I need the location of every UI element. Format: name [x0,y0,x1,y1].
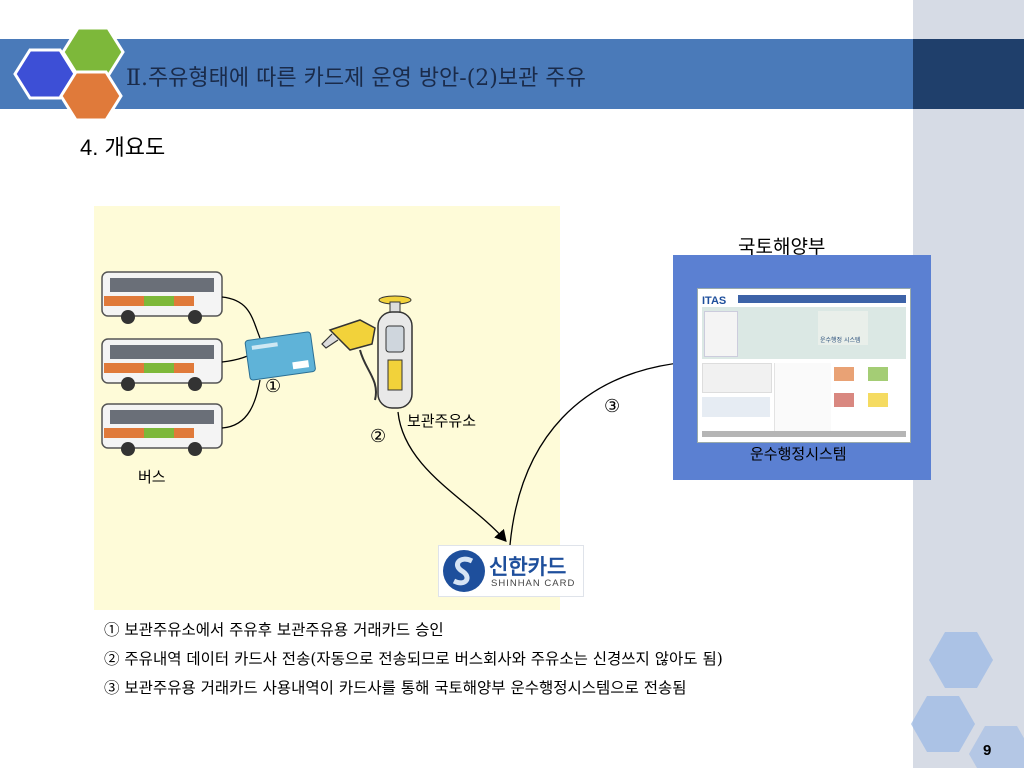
bus-icon [101,403,223,456]
shinhan-card-logo: 신한카드 SHINHAN CARD [438,545,584,597]
shinhan-logo-korean: 신한카드 [489,555,567,579]
itas-screenshot: ITAS 운수행정 시스템 [697,288,911,443]
hex-orange [59,70,123,122]
slide-title: Ⅱ.주유형태에 따른 카드제 운영 방안-(2)보관 주유 [126,66,586,91]
step-2-marker: ② [370,426,387,447]
fuel-pump-icon [377,295,413,409]
decorative-hexagons [911,632,1024,768]
shinhan-logo-english: SHINHAN CARD [491,578,576,589]
slide-subtitle: 4. 개요도 [80,135,166,160]
card-icon [244,331,316,381]
note-2: ② 주유내역 데이터 카드사 전송(자동으로 전송되므로 버스회사와 주유소는 … [104,650,723,668]
note-3: ③ 보관주유용 거래카드 사용내역이 카드사를 통해 국토해양부 운수행정시스템… [104,679,687,697]
title-band-accent [913,39,1024,109]
itas-badge: 운수행정 시스템 [820,337,861,344]
arrow-cardco-to-ministry [509,356,691,546]
bus-icon [101,271,223,324]
arrow-station-to-cardco [397,411,507,542]
page-number: 9 [983,742,992,759]
note-1: ① 보관주유소에서 주유후 보관주유용 거래카드 승인 [104,621,444,639]
hexagon-logo [13,26,125,122]
title-band [0,39,1024,109]
bus-icon [101,338,223,391]
fuel-nozzle-icon [321,319,377,401]
station-label: 보관주유소 [407,412,477,430]
itas-logo: ITAS [702,295,727,307]
hex-blue [13,48,77,100]
step-1-marker: ① [265,376,282,397]
ministry-label: 국토해양부 [738,236,826,258]
bus-label: 버스 [138,468,166,486]
system-label: 운수행정시스템 [750,445,847,463]
shinhan-logo-mark [443,550,485,592]
step-3-marker: ③ [604,396,621,417]
notes-list: ① 보관주유소에서 주유후 보관주유용 거래카드 승인 ② 주유내역 데이터 카… [104,616,723,703]
